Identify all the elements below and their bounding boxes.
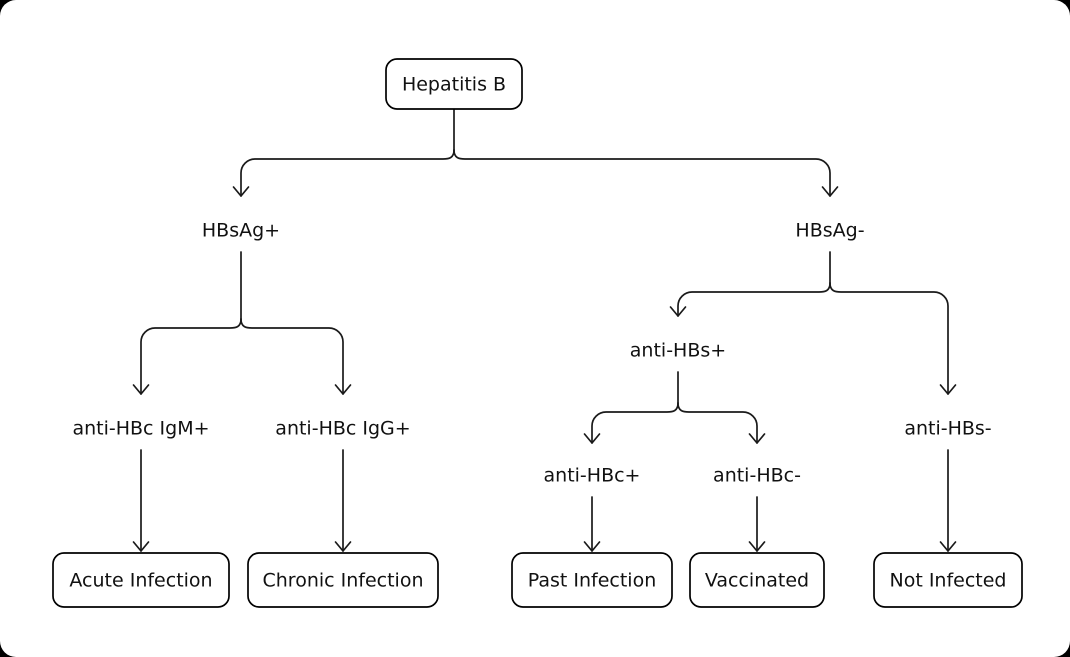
node-label-not_infected: Not Infected [890, 570, 1007, 592]
arrow-igg-to-chronic [334, 449, 352, 552]
arrowhead [132, 541, 150, 552]
arrow-igm-to-acute [132, 449, 150, 552]
node-root[interactable]: Hepatitis B [385, 58, 523, 110]
node-hbs_ab_pos[interactable]: anti-HBs+ [630, 340, 726, 362]
connector-right-arm [240, 318, 344, 395]
arrowhead-left [583, 433, 601, 444]
arrow-hbc-neg-to-vaccinated [748, 496, 766, 552]
node-not_infected[interactable]: Not Infected [873, 552, 1023, 608]
node-label-hbsag_neg: HBsAg- [795, 220, 864, 242]
connector-hbsag-pos-split [132, 251, 352, 395]
arrowhead [583, 541, 601, 552]
arrowhead [939, 541, 957, 552]
node-hbc_ab_neg[interactable]: anti-HBc- [713, 465, 801, 487]
arrowhead [748, 541, 766, 552]
arrowhead-right [821, 186, 839, 197]
node-hbc_igm_pos[interactable]: anti-HBc IgM+ [72, 418, 209, 440]
node-chronic[interactable]: Chronic Infection [247, 552, 439, 608]
connector-right-arm [677, 402, 758, 444]
node-hbc_ab_pos[interactable]: anti-HBc+ [544, 465, 641, 487]
node-hbsag_neg[interactable]: HBsAg- [795, 220, 864, 242]
node-hbs_ab_neg[interactable]: anti-HBs- [904, 418, 991, 440]
node-label-past: Past Infection [528, 570, 657, 592]
node-box-chronic[interactable] [247, 552, 439, 608]
node-label-acute: Acute Infection [69, 570, 212, 592]
connector-right-arm [829, 282, 949, 395]
node-label-hbs_ab_pos: anti-HBs+ [630, 340, 726, 362]
connector-hbs-ab-pos-split [583, 371, 766, 444]
connector-root-split [232, 108, 839, 197]
node-label-hbc_ab_neg: anti-HBc- [713, 465, 801, 487]
node-hbsag_pos[interactable]: HBsAg+ [202, 220, 280, 242]
node-box-root[interactable] [385, 58, 523, 110]
connector-right-arm [453, 149, 831, 197]
node-past[interactable]: Past Infection [511, 552, 673, 608]
arrowhead-left [669, 306, 687, 317]
node-box-acute[interactable] [52, 552, 230, 608]
arrowhead-right [334, 384, 352, 395]
node-label-hbc_igg_pos: anti-HBc IgG+ [275, 418, 410, 440]
node-label-hbsag_pos: HBsAg+ [202, 220, 280, 242]
node-vaccinated[interactable]: Vaccinated [689, 552, 825, 608]
node-label-hbc_igm_pos: anti-HBc IgM+ [72, 418, 209, 440]
node-label-vaccinated: Vaccinated [705, 570, 809, 592]
connector-hbsag-neg-split [669, 251, 957, 395]
node-box-past[interactable] [511, 552, 673, 608]
arrowhead-right [939, 384, 957, 395]
arrowhead-left [132, 384, 150, 395]
connector-left-arm [240, 149, 455, 197]
arrow-hbs-neg-to-not-infected [939, 449, 957, 552]
connector-left-arm [591, 402, 679, 444]
edges-layer [132, 108, 957, 552]
nodes-layer: Hepatitis B HBsAg+ HBsAg-anti-HBc IgM+ anti… [52, 58, 1023, 608]
arrowhead [334, 541, 352, 552]
connector-left-arm [677, 282, 831, 317]
arrowhead-right [748, 433, 766, 444]
node-label-root: Hepatitis B [402, 74, 506, 96]
node-box-not_infected[interactable] [873, 552, 1023, 608]
connector-left-arm [140, 318, 242, 395]
arrowhead-left [232, 186, 250, 197]
node-label-chronic: Chronic Infection [263, 570, 424, 592]
node-label-hbc_ab_pos: anti-HBc+ [544, 465, 641, 487]
node-hbc_igg_pos[interactable]: anti-HBc IgG+ [275, 418, 410, 440]
node-box-vaccinated[interactable] [689, 552, 825, 608]
node-acute[interactable]: Acute Infection [52, 552, 230, 608]
arrow-hbc-pos-to-past [583, 496, 601, 552]
node-label-hbs_ab_neg: anti-HBs- [904, 418, 991, 440]
